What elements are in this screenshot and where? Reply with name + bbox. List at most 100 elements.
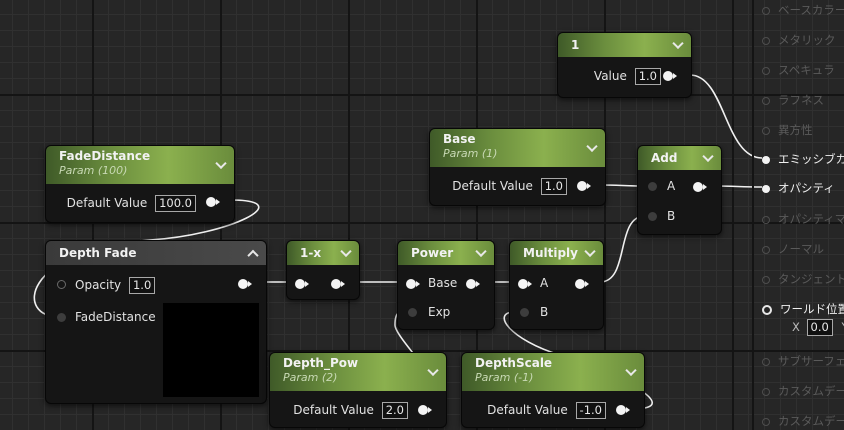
input-label: サブサーフェ (778, 354, 844, 368)
input-pin-exp[interactable] (408, 308, 417, 317)
default-value-label: Default Value (452, 179, 533, 193)
node-title: Depth Fade (59, 246, 137, 260)
node-title: Base (443, 132, 476, 146)
output-pin[interactable] (206, 197, 220, 207)
output-pin[interactable] (616, 405, 630, 415)
x-value-field[interactable]: 0.0 (806, 319, 833, 336)
node-title: FadeDistance (59, 149, 151, 163)
default-value-label: Default Value (293, 403, 374, 417)
material-result-node: ベースカラー メタリック スペキュラ ラフネス 異方性 エミッシブカ オパシティ… (752, 0, 844, 430)
input-pin-a[interactable] (518, 279, 532, 289)
default-value-row: Default Value -1.0 (487, 402, 606, 419)
input-pin[interactable] (762, 155, 770, 164)
input-pin-fadedistance[interactable] (57, 313, 66, 322)
world-position-xy-row: X 0.0 Y (792, 319, 844, 336)
material-input-tangent[interactable]: タンジェント (762, 271, 844, 287)
input-label: オパシティマ (778, 212, 844, 226)
add-node[interactable]: Add A B (637, 145, 722, 235)
material-input-specular[interactable]: スペキュラ (762, 62, 835, 78)
node-header[interactable]: Base Param (1) (430, 129, 605, 167)
opacity-field[interactable]: 1.0 (128, 277, 156, 294)
material-input-metallic[interactable]: メタリック (762, 32, 836, 48)
pin-label-base: Base (428, 276, 458, 290)
one-minus-node[interactable]: 1-x (286, 240, 360, 300)
param-node-depthscale[interactable]: DepthScale Param (-1) Default Value -1.0 (461, 352, 645, 428)
input-pin-base[interactable] (406, 279, 420, 289)
output-pin[interactable] (331, 279, 345, 289)
input-pin[interactable] (762, 245, 770, 254)
input-pin[interactable] (762, 275, 770, 284)
input-pin[interactable] (762, 417, 770, 426)
input-label: タンジェント (778, 272, 844, 286)
input-label: スペキュラ (778, 63, 835, 77)
default-value-row: Default Value 100.0 (67, 195, 196, 212)
material-input-custom-data-0[interactable]: カスタムデー (762, 383, 844, 399)
default-value-label: Default Value (66, 196, 148, 210)
input-pin[interactable] (762, 387, 770, 396)
input-pin-a[interactable] (648, 182, 657, 191)
node-header[interactable]: FadeDistance Param (100) (46, 146, 234, 184)
input-pin[interactable] (762, 96, 770, 105)
material-input-opacity-mask[interactable]: オパシティマ (762, 211, 844, 227)
param-node-base[interactable]: Base Param (1) Default Value 1.0 (429, 128, 606, 206)
material-input-custom-data-1[interactable]: カスタムデー (762, 413, 844, 429)
input-label: ワールド位置 (780, 302, 844, 316)
input-pin[interactable] (762, 304, 772, 315)
material-input-opacity[interactable]: オパシティ (762, 180, 835, 196)
default-value-field[interactable]: 100.0 (155, 195, 196, 212)
input-pin-b[interactable] (648, 212, 657, 221)
depth-fade-node[interactable]: Depth Fade Opacity 1.0 FadeDistance (45, 240, 267, 404)
value-field[interactable]: 1.0 (634, 68, 661, 85)
node-header[interactable]: 1 (558, 33, 691, 57)
node-title: Add (651, 151, 678, 165)
node-header[interactable]: DepthScale Param (-1) (462, 353, 644, 391)
output-pin[interactable] (238, 279, 252, 289)
material-input-anisotropy[interactable]: 異方性 (762, 122, 813, 138)
default-value-field[interactable]: 1.0 (540, 178, 567, 195)
param-node-depth-pow[interactable]: Depth_Pow Param (2) Default Value 2.0 (269, 352, 447, 428)
output-pin[interactable] (663, 71, 677, 81)
input-pin[interactable] (762, 36, 770, 45)
output-pin[interactable] (466, 279, 480, 289)
default-value-row: Default Value 1.0 (452, 178, 567, 195)
opacity-label: Opacity (75, 278, 122, 292)
input-label: ラフネス (778, 93, 824, 107)
value-row: Value 1.0 (594, 68, 661, 85)
material-input-roughness[interactable]: ラフネス (762, 92, 824, 108)
node-header[interactable]: Add (638, 146, 721, 170)
input-pin-opacity[interactable] (57, 280, 66, 289)
input-pin[interactable] (762, 215, 770, 224)
material-input-emissive[interactable]: エミッシブカ (762, 151, 844, 167)
input-label: カスタムデー (778, 384, 844, 398)
default-value-field[interactable]: -1.0 (575, 402, 606, 419)
material-input-base-color[interactable]: ベースカラー (762, 2, 844, 18)
node-header[interactable]: Multiply (510, 241, 603, 265)
value-label: Value (593, 69, 627, 83)
input-pin[interactable] (762, 6, 770, 15)
power-node[interactable]: Power Base Exp (397, 240, 495, 330)
multiply-node[interactable]: Multiply A B (509, 240, 604, 330)
input-pin[interactable] (762, 126, 770, 135)
node-header[interactable]: Power (398, 241, 494, 265)
node-header[interactable]: 1-x (287, 241, 359, 265)
node-subtitle: Param (-1) (475, 371, 534, 384)
material-input-world-position[interactable]: ワールド位置 (762, 301, 844, 317)
param-node-fadedistance[interactable]: FadeDistance Param (100) Default Value 1… (45, 145, 235, 223)
input-pin[interactable] (762, 357, 770, 366)
output-pin[interactable] (418, 405, 432, 415)
input-pin[interactable] (762, 66, 770, 75)
material-input-normal[interactable]: ノーマル (762, 241, 824, 257)
input-label: ノーマル (778, 242, 824, 256)
node-header[interactable]: Depth Fade (46, 241, 266, 265)
node-header[interactable]: Depth_Pow Param (2) (270, 353, 446, 391)
output-pin[interactable] (575, 279, 589, 289)
output-pin[interactable] (577, 181, 591, 191)
default-value-field[interactable]: 2.0 (381, 402, 408, 419)
output-pin[interactable] (693, 182, 707, 192)
constant-node-1[interactable]: 1 Value 1.0 (557, 32, 692, 98)
input-pin-b[interactable] (520, 308, 529, 317)
material-input-subsurface[interactable]: サブサーフェ (762, 353, 844, 369)
input-pin[interactable] (762, 184, 770, 193)
input-pin[interactable] (295, 279, 309, 289)
